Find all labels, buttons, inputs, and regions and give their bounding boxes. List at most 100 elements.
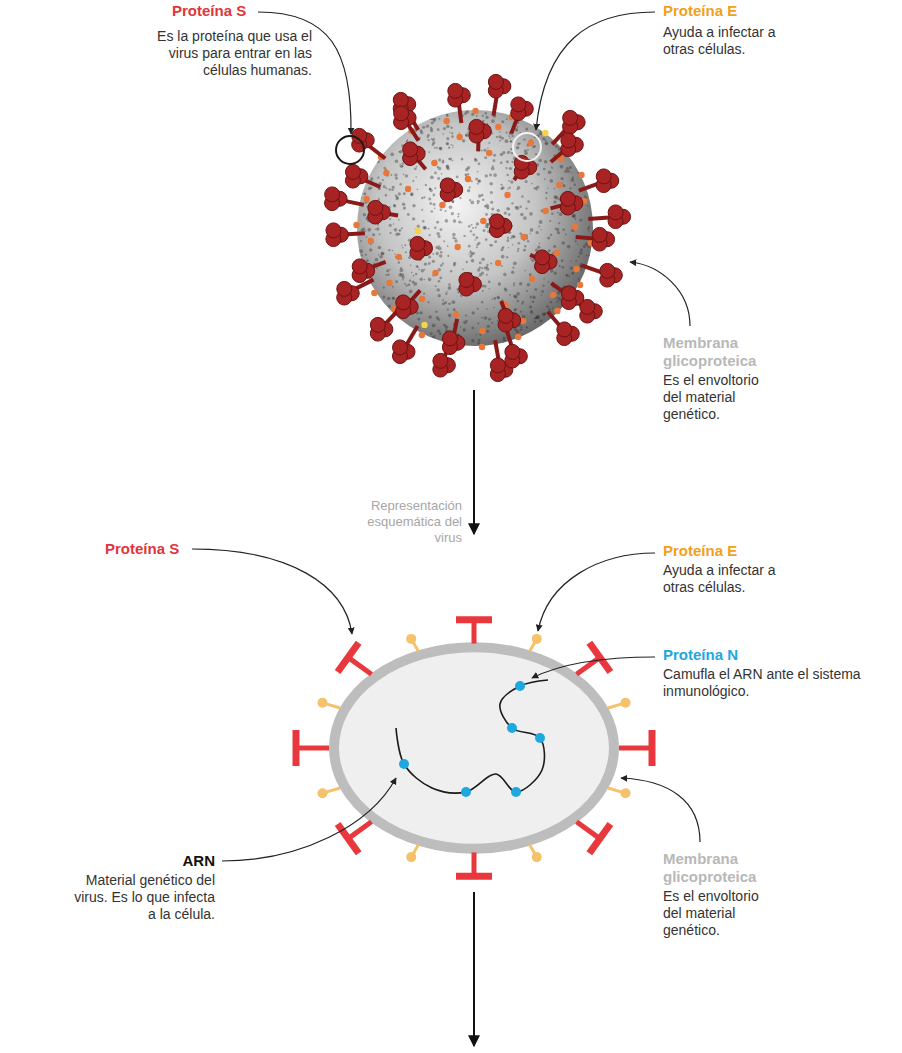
- texture-dot: [481, 301, 483, 303]
- texture-dot: [527, 200, 530, 203]
- texture-dot: [407, 213, 410, 216]
- texture-dot: [469, 199, 471, 201]
- texture-dot: [437, 128, 440, 131]
- texture-dot: [446, 137, 449, 140]
- spike-protein: [550, 191, 582, 215]
- texture-dot: [541, 294, 543, 296]
- texture-dot: [437, 329, 440, 332]
- texture-dot: [452, 236, 455, 239]
- texture-dot: [572, 214, 575, 217]
- flow-arrow: [473, 390, 475, 534]
- texture-dot: [471, 180, 473, 182]
- texture-dot: [545, 140, 547, 142]
- texture-dot: [481, 257, 485, 261]
- texture-dot: [399, 229, 401, 231]
- texture-dot: [436, 147, 438, 149]
- texture-dot: [484, 156, 487, 159]
- s-protein-stem: [577, 822, 600, 839]
- envelope-protein-dot: [577, 282, 583, 288]
- texture-dot: [412, 204, 415, 207]
- envelope-protein-dot: [486, 150, 492, 156]
- envelope-protein-dot: [480, 218, 486, 224]
- texture-dot: [580, 248, 583, 251]
- texture-dot: [398, 273, 402, 277]
- texture-dot: [532, 146, 535, 149]
- texture-dot: [543, 168, 546, 171]
- texture-dot: [361, 254, 363, 256]
- texture-dot: [448, 147, 450, 149]
- texture-dot: [493, 154, 496, 157]
- texture-dot: [491, 167, 495, 171]
- texture-dot: [452, 145, 454, 147]
- texture-dot: [510, 180, 513, 183]
- spike-head: [557, 322, 572, 337]
- s-protein-bar: [589, 824, 610, 853]
- texture-dot: [428, 315, 431, 318]
- texture-dot: [486, 308, 488, 310]
- texture-dot: [486, 264, 488, 266]
- envelope-protein-dot: [383, 170, 389, 176]
- envelope-protein-dot: [554, 250, 560, 256]
- texture-dot: [508, 135, 510, 137]
- texture-dot: [414, 167, 417, 170]
- envelope-protein-dot: [495, 260, 501, 266]
- texture-dot: [361, 229, 364, 232]
- texture-dot: [400, 268, 404, 272]
- texture-dot: [363, 213, 366, 216]
- texture-dot: [529, 305, 532, 308]
- texture-dot: [486, 266, 488, 268]
- texture-dot: [505, 167, 507, 169]
- texture-dot: [430, 127, 433, 130]
- spike-protein: [576, 227, 615, 251]
- texture-dot: [521, 195, 523, 197]
- texture-dot: [435, 285, 437, 287]
- texture-dot: [523, 216, 527, 220]
- part-name: Membrana glicoproteica: [663, 334, 775, 371]
- spike-protein: [530, 250, 557, 274]
- spike-head: [561, 133, 576, 148]
- texture-dot: [429, 202, 432, 205]
- texture-dot: [428, 151, 430, 153]
- texture-dot: [393, 204, 395, 206]
- texture-dot: [449, 158, 452, 161]
- s-protein-bar: [338, 643, 359, 672]
- spike-head: [489, 214, 504, 229]
- texture-dot: [523, 249, 526, 252]
- texture-dot: [565, 233, 567, 235]
- texture-dot: [411, 271, 413, 273]
- texture-dot: [463, 235, 465, 237]
- texture-dot: [451, 132, 453, 134]
- texture-dot: [401, 245, 402, 246]
- virus-sphere: [357, 110, 593, 346]
- texture-dot: [378, 246, 382, 250]
- envelope-protein-dot: [556, 182, 562, 188]
- texture-dot: [479, 261, 482, 264]
- envelope-protein-dot: [421, 322, 427, 328]
- texture-dot: [468, 245, 471, 248]
- rna-strand: [396, 680, 548, 793]
- texture-dot: [436, 316, 439, 319]
- texture-dot: [531, 259, 534, 262]
- envelope-protein-dot: [363, 196, 369, 202]
- texture-dot: [398, 261, 401, 264]
- texture-dot: [509, 167, 512, 170]
- e-protein-head: [621, 698, 631, 708]
- texture-dot: [381, 252, 385, 256]
- leader-lines: [192, 12, 700, 861]
- texture-dot: [549, 220, 551, 222]
- texture-dot: [516, 292, 520, 296]
- texture-dot: [506, 160, 509, 163]
- texture-dot: [574, 218, 576, 220]
- texture-dot: [440, 251, 443, 254]
- texture-dot: [459, 132, 460, 133]
- texture-dot: [400, 273, 401, 274]
- texture-dot: [404, 283, 406, 285]
- texture-dot: [369, 248, 372, 251]
- texture-dot: [423, 269, 425, 271]
- texture-dot: [560, 177, 563, 180]
- texture-dot: [491, 298, 493, 300]
- texture-dot: [513, 261, 517, 265]
- texture-dot: [546, 305, 549, 308]
- texture-dot: [499, 140, 501, 142]
- texture-dot: [481, 267, 483, 269]
